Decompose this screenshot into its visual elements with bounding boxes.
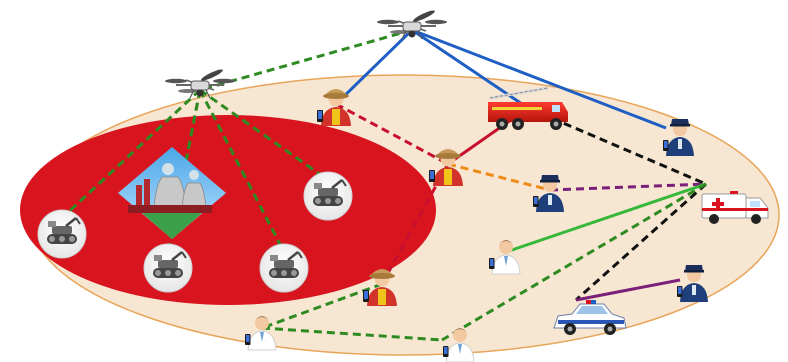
communication-links bbox=[60, 28, 707, 342]
robot-icon bbox=[302, 170, 354, 222]
fire-truck-icon bbox=[488, 86, 568, 130]
link-firefighter-1-to-firefighter-2 bbox=[335, 102, 449, 166]
link-ambulance-to-police-car bbox=[575, 182, 707, 302]
link-drone-top-to-firefighter-1 bbox=[334, 28, 414, 106]
link-firefighter-2-to-police-2 bbox=[447, 162, 551, 192]
link-police-2-to-ambulance bbox=[549, 182, 707, 192]
link-police-car-to-police-3 bbox=[575, 278, 681, 302]
ambulance-icon bbox=[701, 191, 769, 224]
link-civilian-2-to-civilian-3 bbox=[261, 326, 443, 342]
robot-icon bbox=[36, 208, 88, 260]
robot-icon bbox=[258, 242, 310, 294]
link-drone-left-to-robot-4 bbox=[199, 88, 329, 182]
drone-icon bbox=[376, 7, 448, 40]
link-drone-top-to-drone-left bbox=[199, 28, 413, 92]
police-car-icon bbox=[553, 300, 627, 335]
link-firefighter-3-to-civilian-2 bbox=[261, 282, 383, 330]
robot-icon bbox=[142, 242, 194, 294]
factory-icon bbox=[118, 147, 226, 239]
link-drone-left-to-robot-3 bbox=[198, 89, 286, 253]
link-ambulance-to-civilian-1 bbox=[505, 182, 707, 254]
link-drone-top-to-police-1 bbox=[411, 28, 667, 130]
link-firefighter-2-to-firefighter-3 bbox=[380, 163, 450, 285]
link-drone-left-to-robot-1 bbox=[60, 88, 202, 220]
